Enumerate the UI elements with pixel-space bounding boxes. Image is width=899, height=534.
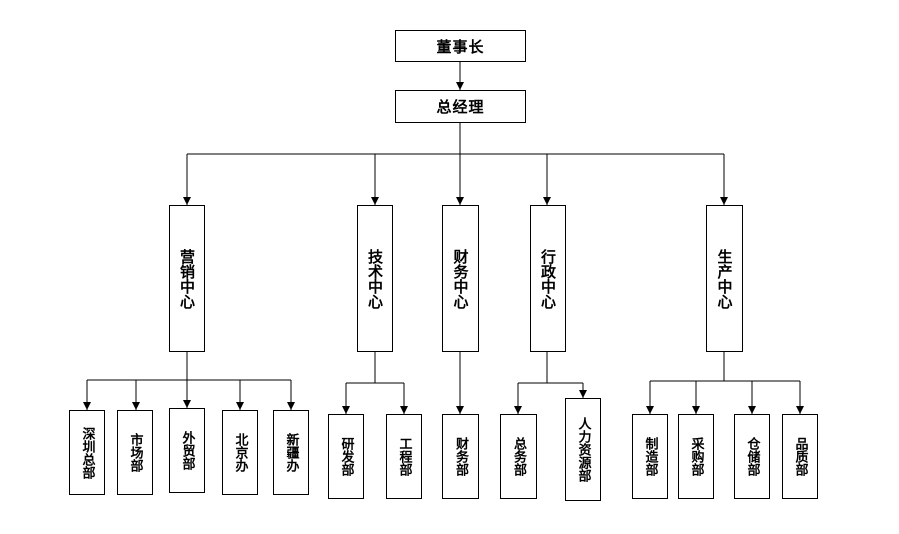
node-hr-dept: 人力资源部: [565, 398, 601, 501]
node-quality-dept: 品质部: [782, 414, 818, 499]
node-finance-center: 财务中心: [442, 205, 479, 352]
node-tech-center-label: 技术中心: [366, 248, 384, 309]
node-admin-center: 行政中心: [530, 205, 566, 352]
node-marketing-center: 营销中心: [169, 205, 205, 352]
node-general-affairs-dept: 总务部: [500, 414, 537, 499]
node-market-dept: 市场部: [117, 410, 153, 495]
node-rnd-dept: 研发部: [328, 414, 364, 499]
node-production-center-label: 生产中心: [715, 248, 734, 309]
node-manufacturing-dept-label: 制造部: [642, 437, 658, 476]
node-engineering-dept: 工程部: [386, 414, 422, 499]
node-beijing-office: 北京办: [222, 410, 258, 495]
node-tech-center: 技术中心: [357, 205, 393, 352]
node-admin-center-label: 行政中心: [539, 248, 557, 309]
node-rnd-dept-label: 研发部: [338, 437, 354, 476]
node-quality-dept-label: 品质部: [792, 437, 808, 476]
node-manufacturing-dept: 制造部: [632, 414, 668, 499]
node-gm-label: 总经理: [436, 98, 485, 116]
node-warehousing-dept: 仓储部: [734, 414, 770, 499]
node-general-manager: 总经理: [395, 90, 526, 123]
node-xinjiang-office-label: 新疆办: [283, 433, 299, 472]
node-chairman: 董事长: [395, 30, 526, 62]
node-warehousing-dept-label: 仓储部: [744, 437, 760, 476]
node-foreign-trade-dept-label: 外贸部: [179, 431, 195, 470]
node-production-center: 生产中心: [706, 205, 743, 352]
node-chairman-label: 董事长: [436, 37, 485, 56]
node-foreign-trade-dept: 外贸部: [169, 408, 205, 493]
node-xinjiang-office: 新疆办: [273, 410, 309, 495]
node-general-affairs-dept-label: 总务部: [511, 437, 526, 476]
node-market-dept-label: 市场部: [127, 433, 143, 472]
node-engineering-dept-label: 工程部: [396, 437, 412, 476]
node-purchasing-dept-label: 采购部: [688, 437, 704, 476]
node-purchasing-dept: 采购部: [678, 414, 714, 499]
node-hr-dept-label: 人力资源部: [575, 417, 591, 482]
node-finance-dept-label: 财务部: [453, 437, 468, 476]
node-finance-dept: 财务部: [442, 414, 479, 499]
node-marketing-center-label: 营销中心: [178, 248, 196, 309]
node-beijing-office-label: 北京办: [232, 433, 248, 472]
node-finance-center-label: 财务中心: [451, 248, 470, 309]
node-shenzhen-hq-label: 深圳总部: [79, 426, 95, 479]
node-shenzhen-hq: 深圳总部: [69, 410, 105, 495]
